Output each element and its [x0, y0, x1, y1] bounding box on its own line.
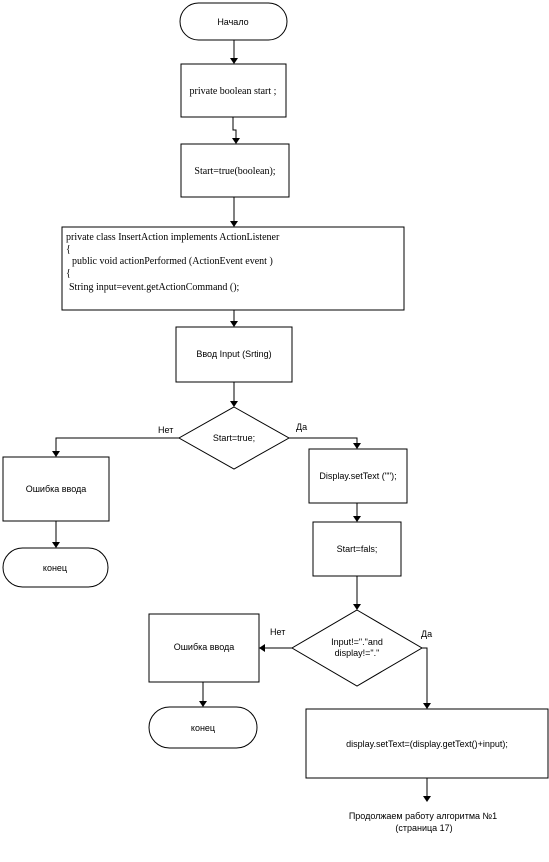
class-line-2: {	[66, 244, 71, 255]
process-shape	[180, 143, 290, 198]
arrow-head	[230, 58, 238, 64]
input-text: Ввод Input (Srting)	[196, 349, 271, 359]
end-1-terminal: конец	[2, 547, 109, 588]
append-text-block: display.setText=(display.getText()+input…	[305, 708, 549, 779]
terminal-shape	[2, 547, 109, 588]
class-line-4: {	[66, 268, 71, 279]
class-line-3: public void actionPerformed (ActionEvent…	[72, 256, 273, 267]
terminal-shape	[148, 706, 258, 749]
decl-start-block: private boolean start ;	[180, 63, 287, 118]
arrow-head	[353, 443, 361, 449]
start-false-text: Start=fals;	[337, 544, 378, 554]
arrow-head	[232, 138, 240, 144]
arrow-head	[230, 321, 238, 327]
arrow-head	[259, 644, 265, 652]
assign-start-text: Start=true(boolean);	[194, 166, 275, 177]
error-2-text: Ошибка ввода	[174, 642, 235, 652]
class-line-5: String input=event.getActionCommand ();	[69, 282, 240, 293]
arrow-head	[423, 796, 431, 802]
process-shape	[175, 326, 293, 383]
process-shape	[312, 521, 402, 577]
arrow-head	[52, 542, 60, 548]
process-shape	[305, 708, 549, 779]
continue-note-line-1: Продолжаем работу алгоритма №1	[349, 811, 497, 821]
set-text-empty-block: Display.setText ("");	[308, 448, 408, 504]
error-1-text: Ошибка ввода	[26, 484, 87, 494]
arrow-head	[423, 703, 431, 709]
decision-shape	[177, 406, 291, 470]
error-2-block: Ошибка ввода	[148, 613, 260, 683]
assign-start-block: Start=true(boolean);	[180, 143, 290, 198]
continue-note-line-2: (страница 17)	[395, 823, 452, 833]
decision-2-no-label: Нет	[270, 627, 285, 637]
arrow-head	[353, 604, 361, 610]
class-block: private class InsertAction implements Ac…	[61, 226, 405, 311]
decision-1-no-label: Нет	[158, 425, 173, 435]
connectors	[52, 40, 431, 802]
arrow-head	[52, 451, 60, 457]
connector-decision2-yes	[422, 647, 428, 703]
start-terminal: Начало	[179, 2, 288, 41]
terminal-shape	[179, 2, 288, 41]
process-shape	[148, 613, 260, 683]
set-text-empty-text: Display.setText ("");	[319, 471, 396, 481]
connector-decision1-no	[55, 437, 179, 451]
end-1-text: конец	[43, 563, 67, 573]
start-false-block: Start=fals;	[312, 521, 402, 577]
decision-1: Start=true; Нет Да	[158, 406, 307, 470]
append-text: display.setText=(display.getText()+input…	[346, 739, 508, 749]
decision-2-line-1: Input!="."and	[331, 637, 383, 647]
connector-decl-to-assign	[232, 117, 237, 138]
class-line-1: private class InsertAction implements Ac…	[66, 232, 280, 243]
continue-note: Продолжаем работу алгоритма №1 (страница…	[349, 811, 497, 833]
error-1-block: Ошибка ввода	[2, 456, 110, 522]
connector-decision1-yes	[288, 437, 358, 443]
start-label: Начало	[217, 17, 248, 27]
process-shape	[61, 226, 405, 311]
decision-1-yes-label: Да	[296, 422, 307, 432]
decision-1-condition: Start=true;	[213, 433, 255, 443]
process-shape	[2, 456, 110, 522]
decl-start-text: private boolean start ;	[190, 86, 277, 97]
arrow-head	[230, 221, 238, 227]
process-shape	[308, 448, 408, 504]
decision-2-line-2: display!="."	[335, 648, 380, 658]
end-2-terminal: конец	[148, 706, 258, 749]
arrow-head	[230, 401, 238, 407]
arrow-head	[199, 701, 207, 707]
arrow-head	[353, 516, 361, 522]
end-2-text: конец	[191, 723, 215, 733]
decision-shape	[291, 609, 423, 687]
decision-2-yes-label: Да	[421, 629, 432, 639]
decision-2: Input!="."and display!="." Нет Да	[270, 609, 432, 687]
process-shape	[180, 63, 287, 118]
input-block: Ввод Input (Srting)	[175, 326, 293, 383]
